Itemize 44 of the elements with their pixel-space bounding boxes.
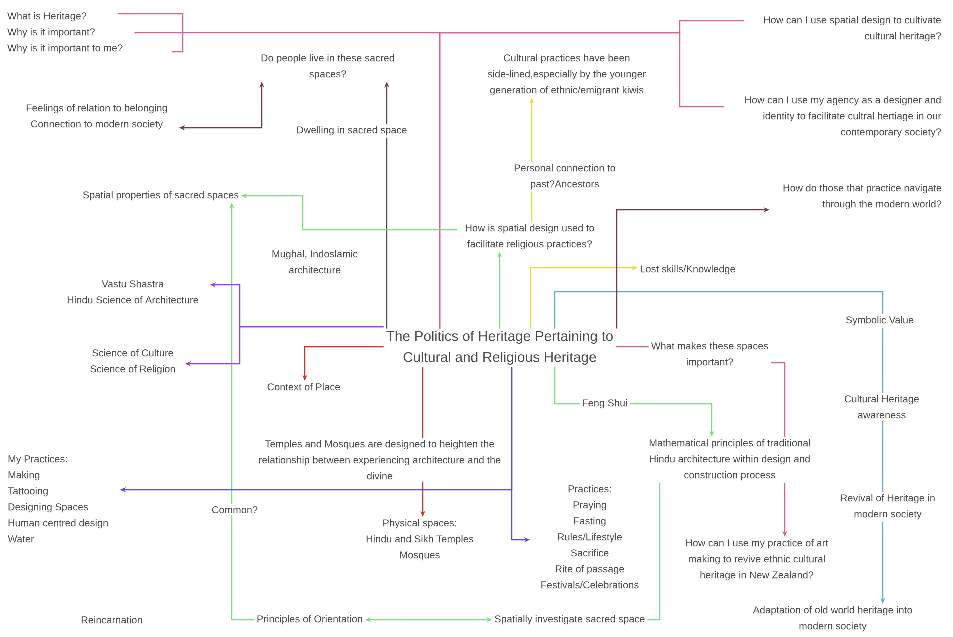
topic-text: How is spatial design used to facilitate religious practices? (466, 224, 594, 250)
topic-text: Dwelling in sacred space (298, 126, 407, 136)
connector-line (231, 516, 255, 621)
connector-line (386, 138, 388, 329)
topic-text: Revival of Heritage in modern society (841, 494, 935, 520)
topic-text: How can I use my practice of art making to revive ethnic cultural heritage in New Zealand? (686, 539, 828, 581)
topic-text: Mathematical principles of traditional Hindu architecture within design and construction process (650, 439, 810, 481)
connector-line (616, 346, 649, 348)
topic-text: Symbolic Value (846, 316, 914, 326)
topic-text: Cultural practices have been side-lined,especially by the younger generation of ethnic/emigrant kiwis (488, 54, 646, 96)
topic-text: Practices: Praying Fasting Rules/Lifestyle Sacrifice Rite of passage Festivals/Celebrations (542, 485, 639, 589)
topic-text: Feng Shui (583, 399, 628, 409)
topic-text: Feelings of relation to belonging Connection to modern society (26, 104, 168, 130)
topic-text: Common? (212, 506, 258, 514)
topic-text: What is Heritage? Why is it important? Why is it important to me? (8, 12, 123, 54)
note-text: Reincarnation (82, 616, 142, 624)
connector-line (771, 362, 786, 438)
connector-line (554, 367, 580, 405)
topic-text: Context of Place (268, 383, 340, 391)
connector-line (882, 328, 884, 394)
topic-text: Spatially investigate sacred space (495, 615, 645, 625)
topic-text: Science of Culture Science of Religion (90, 349, 176, 375)
connector-line (531, 192, 533, 222)
topic-text: What makes these spaces important? (651, 342, 768, 368)
topic-text: How can I use spatial design to cultivate cultural heritage? (764, 16, 942, 42)
topic-text: Lost skills/Knowledge (641, 265, 736, 275)
topic-text: How can I use my agency as a designer and identity to facilitate cultral hertiage in our contemporary society? (746, 96, 942, 138)
connector-line (882, 420, 884, 492)
topic-text: Personal connection to past?Ancestors (514, 164, 616, 190)
topic-text: Do people live in these sacred spaces? (262, 54, 394, 80)
connector-line (422, 367, 424, 438)
topic-text: Temples and Mosques are designed to heighten the relationship between experiencing architecture and the divine (259, 440, 501, 480)
topic-text: Spatial properties of sacred spaces (83, 191, 239, 201)
note-text: Mughal, Indoslamic architecture (272, 250, 358, 274)
topic-text: Physical spaces: Hindu and Sikh Temples Mosques (366, 519, 474, 561)
connector-line (648, 482, 661, 621)
topic-text: How do those that practice navigate through the modern world? (784, 184, 942, 210)
connector-line (554, 291, 884, 329)
central-title: The Politics of Heritage Pertaining to Cultural and Religious Heritage (386, 330, 613, 366)
topic-text: My Practices: Making Tattooing Designing Spaces Human centred design Water (8, 455, 108, 543)
topic-text: Vastu Shastra Hindu Science of Architecture (68, 280, 198, 304)
topic-text: Cultural Heritage awareness (844, 395, 920, 419)
topic-text: Principles of Orientation (258, 615, 362, 625)
topic-text: Adaptation of old world heritage into modern society (753, 606, 912, 632)
